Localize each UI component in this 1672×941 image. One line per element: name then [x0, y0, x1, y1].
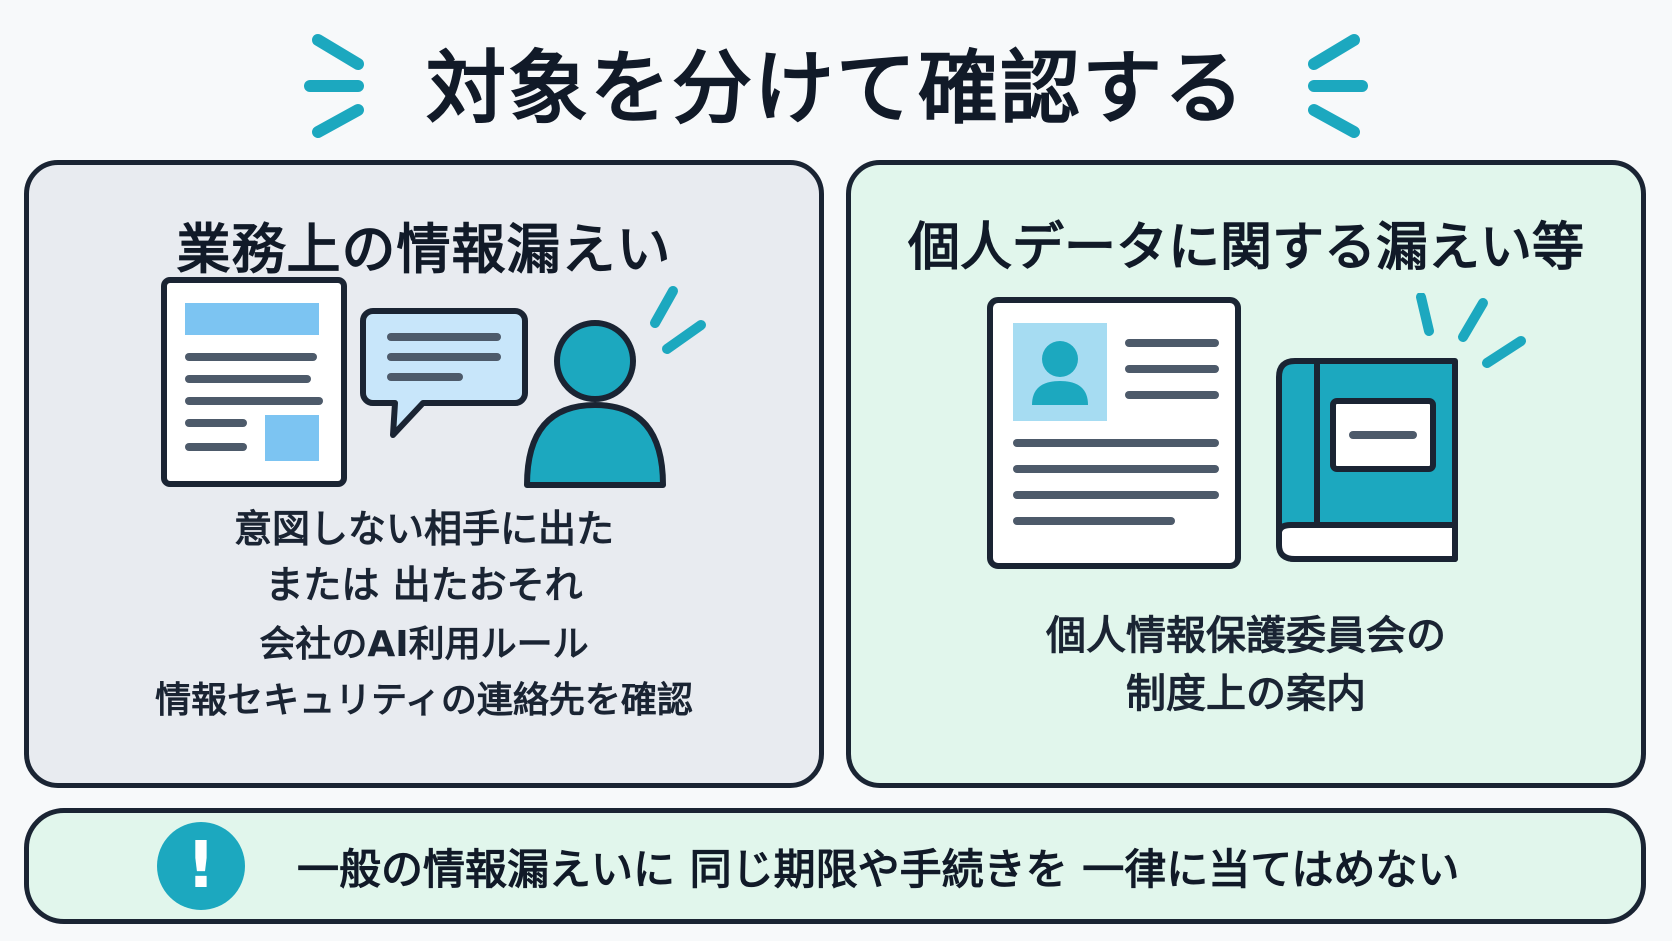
leak-description: 意図しない相手に出た または 出たおそれ [29, 501, 819, 613]
leak-description-line-1: 意図しない相手に出た [233, 507, 614, 551]
leak-note: 会社のAI利用ルール 情報セキュリティの連絡先を確認 [29, 617, 819, 729]
document-icon [161, 277, 347, 487]
panel-title-personal-data-leak: 個人データに関する漏えい等 [907, 218, 1584, 278]
leak-note-line-2: 情報セキュリティの連絡先を確認 [155, 680, 693, 721]
burst-left-icon [304, 34, 364, 138]
panel-title-business-leak: 業務上の情報漏えい [176, 218, 672, 281]
book-icon [1276, 293, 1526, 562]
personal-data-description: 個人情報保護委員会の 制度上の案内 [851, 607, 1641, 723]
panel-business-leak: 業務上の情報漏えい 意図しない相手に出た または 出たおそれ 会社のAI利用ルー… [24, 160, 824, 788]
warning-banner: ! 一般の情報漏えいに 同じ期限や手続きを 一律に当てはめない [24, 808, 1646, 924]
warning-text: 一般の情報漏えいに 同じ期限や手続きを 一律に当てはめない [297, 844, 1460, 894]
personal-data-description-line-1: 個人情報保護委員会の [1046, 613, 1446, 659]
profile-document-icon [987, 297, 1241, 569]
page-title: 対象を分けて確認する [426, 42, 1246, 135]
speech-bubble-icon [360, 308, 528, 438]
header: 対象を分けて確認する [0, 22, 1672, 142]
personal-data-description-line-2: 制度上の案内 [1126, 671, 1366, 717]
exclamation-icon: ! [157, 822, 245, 910]
leak-description-line-2: または 出たおそれ [265, 563, 583, 607]
leak-note-line-1: 会社のAI利用ルール [259, 624, 589, 665]
burst-right-icon [1308, 34, 1368, 138]
person-icon [524, 286, 706, 488]
panel-personal-data-leak: 個人データに関する漏えい等 個人情報保護委員会の 制度上の案内 [846, 160, 1646, 788]
